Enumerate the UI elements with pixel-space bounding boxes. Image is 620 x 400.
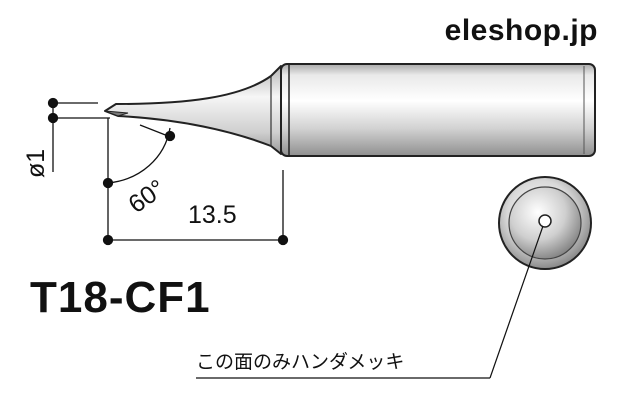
tip-taper — [104, 65, 282, 155]
bevel-face — [104, 110, 129, 117]
model-number: T18-CF1 — [30, 273, 211, 322]
angle-label: 60° — [123, 174, 170, 219]
diameter-label: ø1 — [22, 149, 50, 178]
brand-logo: eleshop.jp — [444, 14, 598, 47]
plated-face — [538, 214, 552, 228]
length-label: 13.5 — [188, 201, 237, 229]
note-leader — [196, 225, 544, 379]
angle-dimension — [102, 124, 176, 189]
tip-end-view — [498, 176, 592, 270]
plating-note: この面のみハンダメッキ — [196, 351, 405, 373]
tip-shaft — [280, 63, 596, 157]
diameter-dimension — [47, 97, 110, 172]
length-dimension — [102, 118, 289, 246]
